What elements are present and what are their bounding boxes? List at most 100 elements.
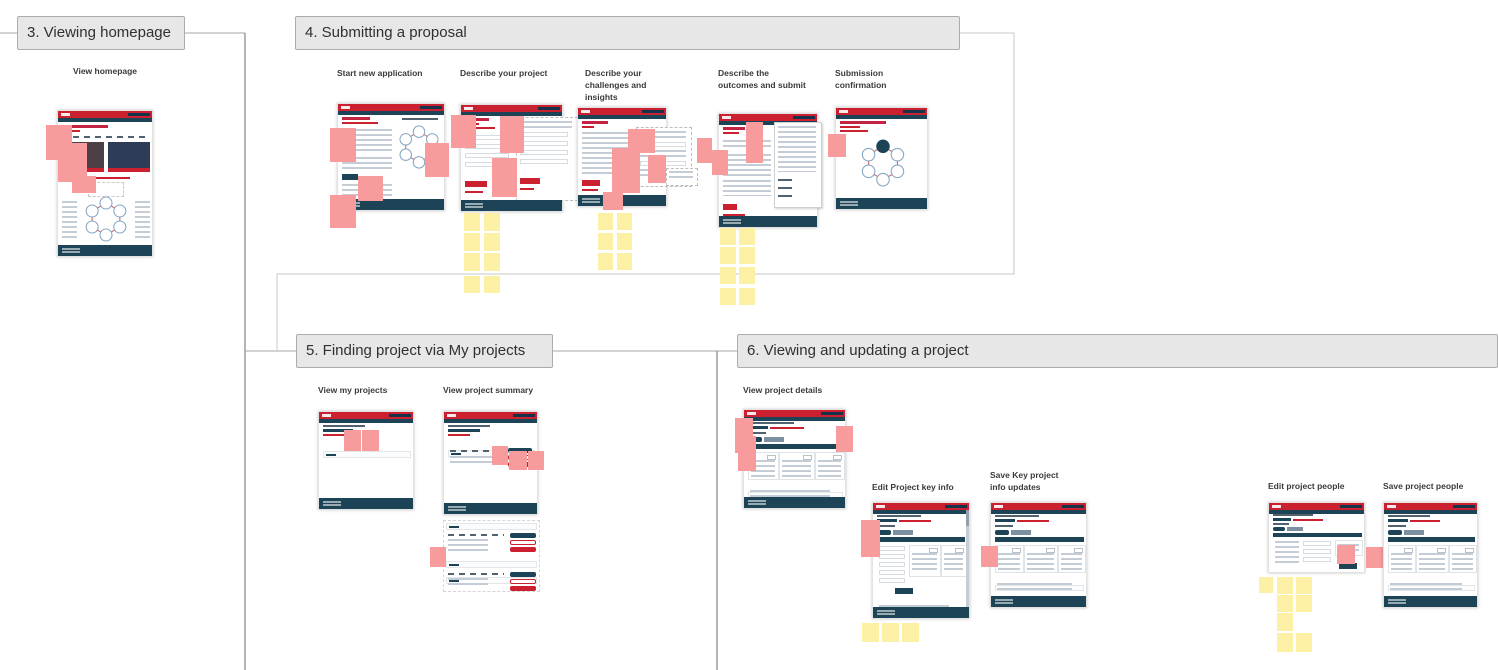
sticky-note-pink[interactable] <box>492 158 517 197</box>
sticky-note-pink[interactable] <box>330 195 356 228</box>
sticky-note-pink[interactable] <box>1366 547 1383 568</box>
project-summary-detail-panel[interactable] <box>443 520 540 592</box>
sticky-note-pink[interactable] <box>500 116 524 153</box>
sticky-note-pink[interactable] <box>330 128 356 162</box>
sticky-note-yellow[interactable] <box>1296 595 1312 612</box>
sticky-note-yellow[interactable] <box>862 623 879 642</box>
scrollbar[interactable] <box>966 510 969 618</box>
thumb-topbar <box>578 108 666 115</box>
screenshot-thumb-submission-confirmation[interactable] <box>835 107 928 210</box>
sticky-note-pink[interactable] <box>358 176 383 201</box>
sticky-note-yellow[interactable] <box>1259 577 1273 593</box>
sticky-note-yellow[interactable] <box>617 233 632 250</box>
sticky-note-yellow[interactable] <box>1277 633 1293 652</box>
screenshot-thumb-edit-key-info[interactable] <box>872 502 970 619</box>
section-header-3[interactable]: 3. Viewing homepage <box>17 16 185 50</box>
section-header-5[interactable]: 5. Finding project via My projects <box>296 334 553 368</box>
sticky-note-pink[interactable] <box>712 150 728 175</box>
sticky-note-pink[interactable] <box>697 138 712 163</box>
screenshot-thumb-describe-outcomes[interactable] <box>718 113 822 228</box>
info-card <box>815 452 845 480</box>
sticky-note-pink[interactable] <box>603 192 623 210</box>
screenshot-thumb-save-key-info[interactable] <box>990 502 1087 608</box>
text-skeleton <box>669 171 693 181</box>
sticky-note-pink[interactable] <box>981 546 998 567</box>
sticky-note-pink[interactable] <box>861 520 880 557</box>
sticky-note-pink[interactable] <box>746 122 763 163</box>
screenshot-thumb-save-project-people[interactable] <box>1383 502 1478 608</box>
sticky-note-yellow[interactable] <box>1277 613 1293 631</box>
sticky-note-yellow[interactable] <box>882 623 899 642</box>
sticky-note-yellow[interactable] <box>1296 633 1312 652</box>
sticky-note-pink[interactable] <box>72 176 96 193</box>
step-label-view-my-projects[interactable]: View my projects <box>318 385 388 395</box>
sticky-note-yellow[interactable] <box>617 213 632 230</box>
step-label-describe-challenges[interactable]: Describe your challenges and insights <box>585 68 647 102</box>
tab-pill <box>1287 527 1303 531</box>
step-label-view-homepage[interactable]: View homepage <box>72 66 138 76</box>
thumb-red-link <box>342 122 378 124</box>
form-field <box>520 159 568 164</box>
sticky-note-yellow[interactable] <box>739 247 755 264</box>
sticky-note-pink[interactable] <box>836 426 853 452</box>
screenshot-thumb-view-my-projects[interactable] <box>318 411 414 510</box>
sticky-note-yellow[interactable] <box>598 213 613 230</box>
sticky-note-yellow[interactable] <box>484 276 500 293</box>
sticky-note-yellow[interactable] <box>720 228 736 245</box>
step-label-describe-project[interactable]: Describe your project <box>460 68 548 78</box>
sticky-note-pink[interactable] <box>492 446 508 465</box>
sticky-note-pink[interactable] <box>738 436 756 471</box>
sticky-note-yellow[interactable] <box>598 233 613 250</box>
sticky-note-yellow[interactable] <box>464 276 480 293</box>
sticky-note-pink[interactable] <box>828 134 846 157</box>
sticky-note-yellow[interactable] <box>1296 577 1312 594</box>
step-label-edit-project-people[interactable]: Edit project people <box>1268 481 1345 491</box>
sticky-note-yellow[interactable] <box>464 213 480 231</box>
step-label-view-project-details[interactable]: View project details <box>743 385 823 395</box>
sticky-note-pink[interactable] <box>344 430 361 451</box>
step-label-submission-confirmation[interactable]: Submission confirmation <box>835 68 887 90</box>
section-header-6[interactable]: 6. Viewing and updating a project <box>737 334 1498 368</box>
section-header-4[interactable]: 4. Submitting a proposal <box>295 16 960 50</box>
pill-button-navy <box>510 572 536 577</box>
screenshot-thumb-view-project-details[interactable] <box>743 409 846 509</box>
thumb-red-button <box>520 178 540 184</box>
sticky-note-yellow[interactable] <box>739 288 755 305</box>
step-label-start-new-application[interactable]: Start new application <box>337 68 423 78</box>
sticky-note-pink[interactable] <box>509 451 527 470</box>
edit-mini-button <box>955 548 964 553</box>
step-label-view-project-summary[interactable]: View project summary <box>443 385 534 395</box>
sticky-note-pink[interactable] <box>612 148 640 193</box>
sticky-note-pink[interactable] <box>430 547 446 567</box>
sticky-note-pink[interactable] <box>362 430 379 451</box>
sticky-note-pink[interactable] <box>58 143 87 182</box>
step-label-save-key-info[interactable]: Save Key project info updates <box>990 470 1059 492</box>
sticky-note-yellow[interactable] <box>464 233 480 251</box>
sticky-note-yellow[interactable] <box>739 267 755 284</box>
sticky-note-yellow[interactable] <box>902 623 919 642</box>
step-label-save-project-people[interactable]: Save project people <box>1383 481 1464 491</box>
sticky-note-yellow[interactable] <box>484 213 500 231</box>
sticky-note-yellow[interactable] <box>720 267 736 284</box>
sticky-note-pink[interactable] <box>451 115 476 148</box>
sticky-note-yellow[interactable] <box>464 253 480 271</box>
sticky-note-yellow[interactable] <box>484 233 500 251</box>
step-label-edit-key-info[interactable]: Edit Project key info <box>872 482 954 492</box>
step-label-describe-outcomes[interactable]: Describe the outcomes and submit <box>718 68 806 90</box>
sticky-note-yellow[interactable] <box>1277 577 1293 594</box>
tab-bar <box>1273 533 1362 537</box>
thumb-red-link <box>465 191 483 193</box>
sticky-note-yellow[interactable] <box>1277 595 1293 612</box>
sticky-note-yellow[interactable] <box>598 253 613 270</box>
sticky-note-yellow[interactable] <box>720 247 736 264</box>
sticky-note-pink[interactable] <box>528 451 544 470</box>
sticky-note-yellow[interactable] <box>739 228 755 245</box>
sticky-note-pink[interactable] <box>1337 545 1355 564</box>
sticky-note-pink[interactable] <box>648 155 666 183</box>
sticky-note-pink[interactable] <box>425 143 449 177</box>
sticky-note-yellow[interactable] <box>617 253 632 270</box>
sticky-note-yellow[interactable] <box>720 288 736 305</box>
thumb-red-link <box>448 434 470 436</box>
sticky-note-yellow[interactable] <box>484 253 500 271</box>
